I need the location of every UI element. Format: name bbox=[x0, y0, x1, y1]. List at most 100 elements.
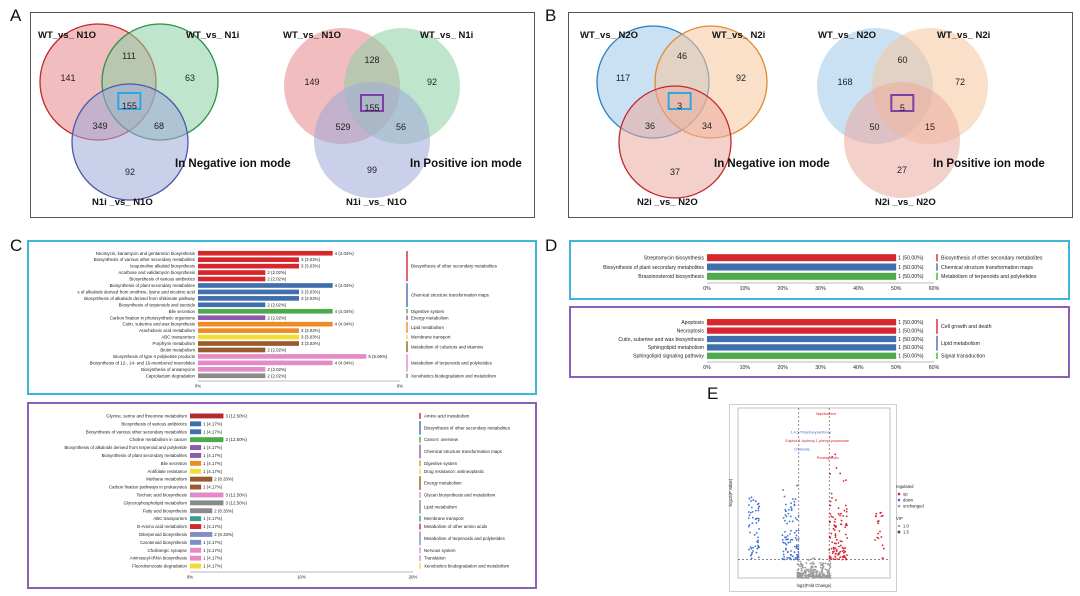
group-label: Energy metabolism bbox=[424, 481, 462, 486]
x-tick-label: 40% bbox=[853, 365, 864, 371]
volcano-point bbox=[831, 496, 833, 499]
bar-category-label: Biosynthesis of various antibiotics bbox=[121, 421, 187, 426]
volcano-point bbox=[786, 551, 789, 554]
bar bbox=[198, 263, 299, 269]
venn-count-r13: 50 bbox=[869, 122, 879, 132]
volcano-point bbox=[812, 570, 814, 573]
bar-value-label: 2 (2.02%) bbox=[267, 315, 287, 320]
group-label: Metabolism of terpenoids and polyketides bbox=[411, 360, 493, 365]
bar-value-label: 1 (50.00%) bbox=[898, 320, 924, 326]
volcano-point bbox=[834, 518, 837, 521]
volcano-point bbox=[815, 573, 818, 576]
volcano-point bbox=[784, 542, 787, 545]
venn-set-label: N2i _vs_ N2O bbox=[875, 197, 936, 208]
volcano-point bbox=[832, 558, 835, 560]
volcano-point bbox=[782, 489, 785, 491]
volcano-annotation: Crotonate bbox=[794, 448, 810, 452]
volcano-point bbox=[781, 534, 784, 537]
volcano-point bbox=[829, 562, 832, 565]
venn-circle bbox=[314, 82, 430, 198]
volcano-point bbox=[797, 545, 799, 548]
volcano-point bbox=[834, 453, 837, 456]
volcano-point bbox=[797, 575, 800, 578]
volcano-point bbox=[825, 576, 828, 579]
volcano-point bbox=[755, 517, 758, 520]
x-tick-label: 6% bbox=[397, 383, 403, 388]
x-axis-label: log2(Fold Change) bbox=[797, 583, 832, 588]
volcano-point bbox=[821, 562, 824, 565]
volcano-point bbox=[801, 569, 803, 572]
volcano-point bbox=[806, 558, 809, 561]
bar bbox=[190, 484, 202, 490]
venn-set-label: WT_vs_ N2i bbox=[937, 30, 990, 41]
volcano-point bbox=[802, 576, 805, 579]
volcano-point bbox=[793, 551, 796, 554]
bar bbox=[190, 429, 202, 435]
venn-set-label: WT_vs_ N2O bbox=[818, 30, 876, 41]
volcano-point bbox=[796, 555, 799, 558]
bar bbox=[190, 445, 202, 450]
bar-category-label: Biosynthesis of 12-, 14- and 16-membered… bbox=[90, 360, 196, 365]
volcano-point bbox=[834, 552, 837, 555]
bar bbox=[198, 347, 266, 353]
volcano-plot: Naphthalene1,4,5-TrihydroxyxanthoneSulph… bbox=[728, 407, 924, 588]
volcano-point bbox=[757, 507, 760, 510]
bar bbox=[198, 308, 333, 314]
volcano-point bbox=[751, 551, 754, 554]
volcano-point bbox=[793, 545, 796, 548]
volcano-point bbox=[814, 568, 817, 571]
bar-value-label: 1 (4.17%) bbox=[203, 516, 223, 521]
volcano-point bbox=[812, 572, 815, 575]
bar-value-label: 1 (4.17%) bbox=[203, 556, 223, 561]
bar-chart-c-top: Neomycin, kanamycin and gentamicin biosy… bbox=[77, 251, 497, 389]
volcano-point bbox=[806, 574, 809, 577]
volcano-point bbox=[842, 556, 845, 559]
volcano-point bbox=[795, 545, 798, 548]
volcano-point bbox=[837, 507, 840, 510]
bar bbox=[198, 360, 333, 366]
bar bbox=[190, 555, 202, 561]
volcano-point bbox=[754, 545, 757, 548]
volcano-point bbox=[832, 546, 835, 549]
volcano-point bbox=[815, 566, 818, 568]
bar-category-label: ABC transporters bbox=[161, 335, 195, 340]
volcano-point bbox=[877, 522, 880, 525]
bar bbox=[190, 516, 202, 522]
volcano-point bbox=[839, 556, 842, 559]
bar bbox=[198, 367, 266, 372]
volcano-point bbox=[822, 572, 825, 575]
volcano-point bbox=[832, 527, 835, 530]
volcano-point bbox=[751, 522, 754, 524]
volcano-point bbox=[748, 497, 751, 500]
volcano-point bbox=[796, 553, 798, 556]
bar bbox=[198, 296, 299, 301]
volcano-point bbox=[792, 558, 795, 561]
venn-count-r123: 5 bbox=[900, 103, 905, 113]
bar-value-label: 2 (8.33%) bbox=[214, 477, 234, 482]
venn-count-r12: 46 bbox=[677, 51, 687, 61]
venn-circle bbox=[71, 83, 189, 201]
x-tick-label: 50% bbox=[891, 286, 902, 292]
panel-letter-e: E bbox=[707, 384, 719, 403]
bar-value-label: 1 (4.17%) bbox=[203, 548, 223, 553]
bar-category-label: Necroptosis bbox=[677, 328, 705, 334]
group-label: Cell growth and death bbox=[941, 324, 992, 330]
bar bbox=[198, 341, 299, 346]
volcano-point bbox=[880, 536, 883, 538]
volcano-point bbox=[818, 574, 821, 577]
volcano-point bbox=[797, 550, 800, 553]
bar-value-label: 1 (50.00%) bbox=[898, 274, 924, 280]
volcano-point bbox=[832, 550, 834, 553]
bar bbox=[707, 344, 897, 351]
bar-value-label: 3 (3.03%) bbox=[301, 341, 321, 346]
volcano-point bbox=[841, 546, 844, 549]
bar-value-label: 4 (4.04%) bbox=[335, 251, 355, 256]
volcano-point bbox=[883, 547, 885, 550]
venn-count-r13: 349 bbox=[92, 121, 107, 131]
volcano-point bbox=[748, 504, 750, 507]
volcano-point bbox=[821, 564, 824, 567]
bar-category-label: ABC transporters bbox=[153, 516, 187, 521]
venn-count-r123: 155 bbox=[364, 103, 379, 113]
volcano-point bbox=[829, 537, 832, 539]
